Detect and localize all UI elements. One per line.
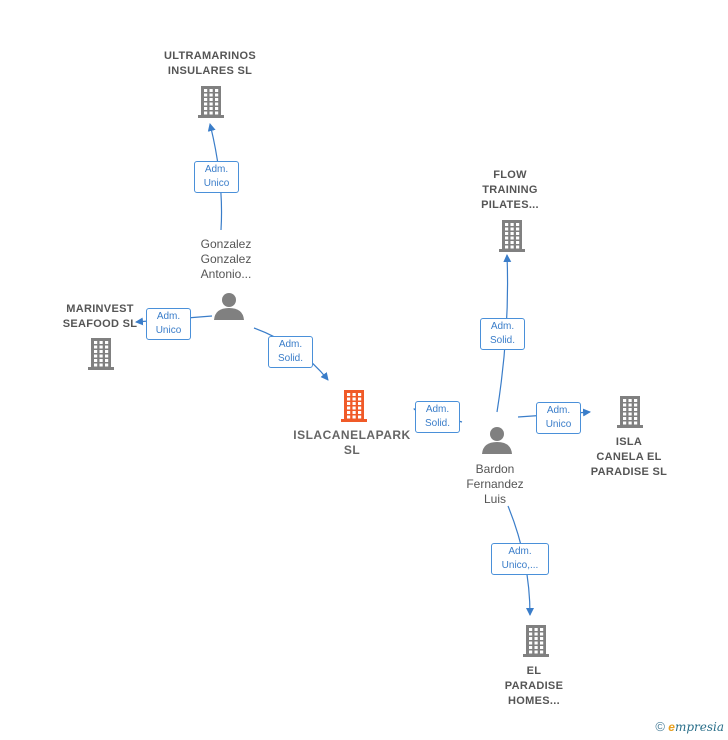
person-icon-bardon[interactable] xyxy=(482,427,512,454)
edge-label-gonzalez-ultramarinos: Adm. Unico xyxy=(194,161,239,193)
edge-label-bardon-elparadise: Adm. Unico,... xyxy=(491,543,549,575)
edge-label-gonzalez-main: Adm. Solid. xyxy=(268,336,313,368)
person-label-bardon[interactable]: Bardon Fernandez Luis xyxy=(466,462,524,506)
company-label-islacanela[interactable]: ISLA CANELA EL PARADISE SL xyxy=(590,436,668,478)
edge-label-bardon-islacanela: Adm. Unico xyxy=(536,402,581,434)
copyright-symbol: © xyxy=(655,719,665,734)
edge-label-gonzalez-marinvest: Adm. Unico xyxy=(146,308,191,340)
brand-logo-initial: e xyxy=(668,720,675,734)
footer-brand: © empresia xyxy=(655,719,724,734)
building-icon-marinvest[interactable] xyxy=(88,338,114,370)
edge-label-bardon-flow: Adm. Solid. xyxy=(480,318,525,350)
building-icon-islacanela[interactable] xyxy=(617,396,643,428)
building-icon-main-company[interactable] xyxy=(341,390,367,422)
person-label-gonzalez[interactable]: Gonzalez Gonzalez Antonio... xyxy=(200,237,252,281)
edge-label-bardon-main: Adm. Solid. xyxy=(415,401,460,433)
building-icon-elparadise[interactable] xyxy=(523,625,549,657)
main-company-label[interactable]: ISLACANELAPARK SL xyxy=(293,428,411,457)
company-label-ultramarinos[interactable]: ULTRAMARINOS INSULARES SL xyxy=(164,50,256,77)
brand-logo-text: mpresia xyxy=(674,720,724,734)
building-icon-flow[interactable] xyxy=(499,220,525,252)
company-label-marinvest[interactable]: MARINVEST SEAFOOD SL xyxy=(62,303,138,330)
person-icon-gonzalez[interactable] xyxy=(214,293,244,320)
building-icon-ultramarinos[interactable] xyxy=(198,86,224,118)
company-label-elparadise[interactable]: EL PARADISE HOMES... xyxy=(504,665,564,707)
company-label-flow[interactable]: FLOW TRAINING PILATES... xyxy=(481,169,539,211)
